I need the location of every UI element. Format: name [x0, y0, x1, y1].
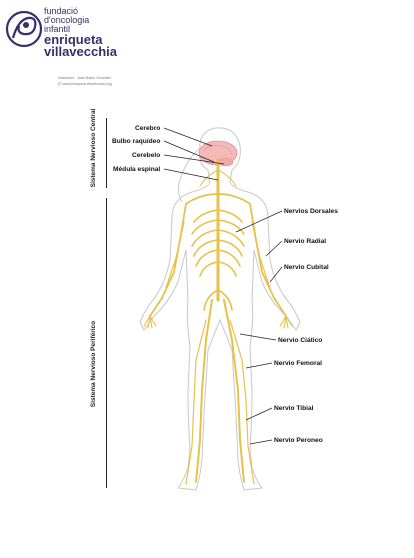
logo-line-4: enriqueta — [44, 32, 103, 47]
logo-line-1: fundació — [44, 6, 79, 16]
dorsal-nerves — [191, 209, 245, 277]
foundation-logo: fundació d'oncologia infantil enriqueta … — [4, 6, 134, 58]
nerves — [143, 158, 293, 485]
credit-text: Ilustración · José Martín González (© ww… — [58, 75, 112, 87]
label-cerebelo: Cerebelo — [132, 152, 160, 159]
body-outline — [139, 127, 301, 491]
label-tibial: Nervio Tibial — [274, 405, 314, 412]
logo-line-3: infantil — [44, 24, 71, 34]
logo-text: fundació d'oncologia infantil enriqueta … — [44, 6, 117, 59]
cerebellum-shape — [218, 157, 234, 167]
leader-lines — [163, 127, 283, 445]
label-ciatico: Nervio Ciático — [278, 337, 322, 344]
label-peroneo: Nervio Peroneo — [274, 437, 323, 444]
right-leg-nerve — [223, 299, 245, 483]
logo-line-5: villavecchia — [44, 44, 117, 59]
label-radial: Nervio Radial — [284, 238, 326, 245]
logo-line-2: d'oncologia — [44, 15, 90, 25]
brain-fold — [203, 144, 233, 156]
logo-mark-icon — [5, 10, 43, 48]
right-arm-nerve — [217, 193, 287, 317]
label-bulbo: Bulbo raquídeo — [112, 138, 160, 145]
label-cerebro: Cerebro — [135, 125, 160, 132]
label-medula: Médula espinal — [113, 166, 160, 173]
left-leg-nerve — [195, 299, 213, 483]
label-dorsales: Nervios Dorsales — [284, 208, 338, 215]
credit-line-1: Ilustración · José Martín González — [58, 76, 112, 80]
left-arm-nerve — [149, 193, 219, 317]
label-cubital: Nervio Cubital — [284, 264, 329, 271]
divider-central — [106, 118, 107, 188]
credit-line-2: (© www.enriqueta-villavecchia.org) — [58, 82, 112, 86]
label-femoral: Nervio Femoral — [274, 360, 322, 367]
divider-peripheral — [106, 198, 107, 488]
